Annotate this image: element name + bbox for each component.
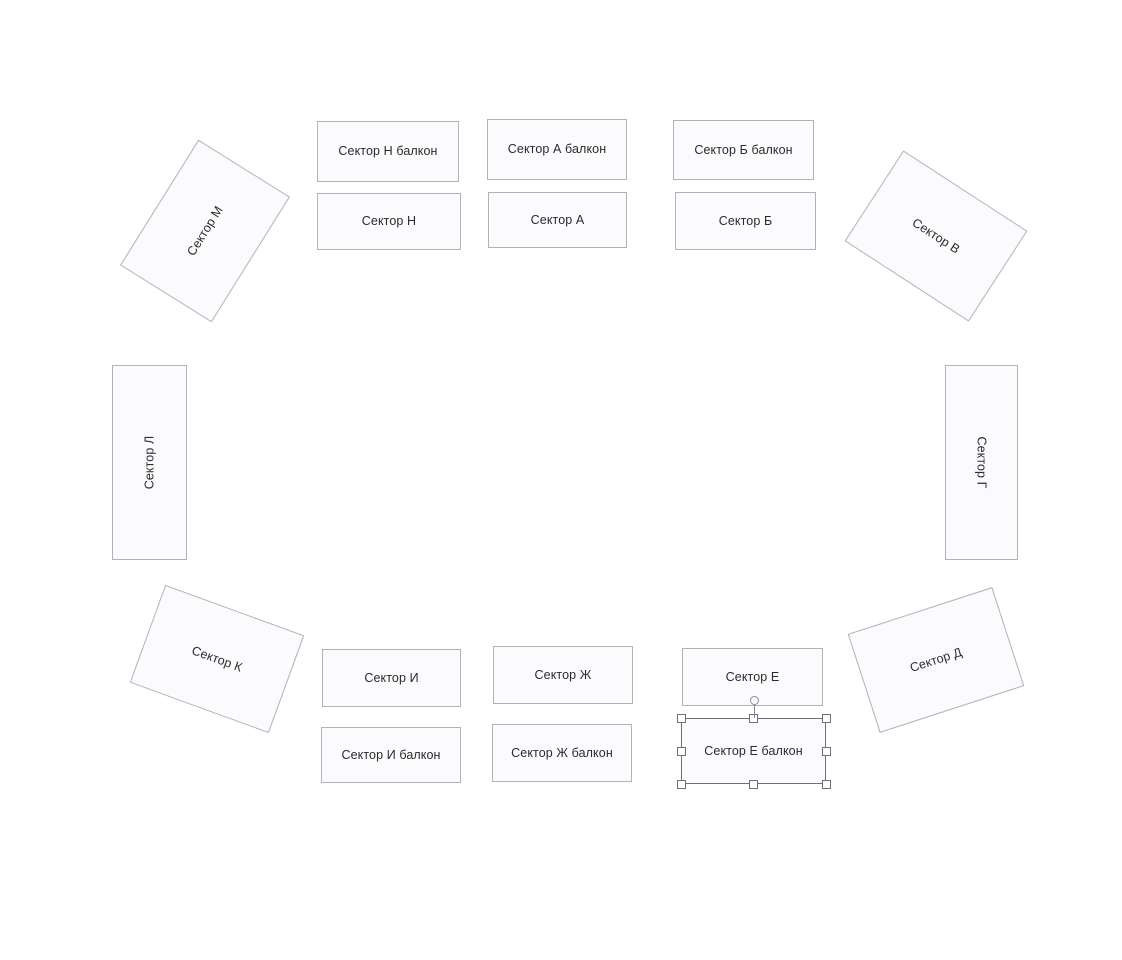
sector-v-label: Сектор В: [909, 215, 963, 257]
sector-n-balcony[interactable]: Сектор Н балкон: [317, 121, 459, 182]
sector-e-balcony[interactable]: Сектор Е балкон: [681, 718, 826, 784]
sector-n-label: Сектор Н: [361, 214, 417, 228]
sector-b[interactable]: Сектор Б: [675, 192, 816, 250]
sector-m-label: Сектор М: [183, 203, 226, 259]
sector-zh-balcony[interactable]: Сектор Ж балкон: [492, 724, 632, 782]
sector-d-label: Сектор Д: [908, 644, 964, 675]
sector-zh-balcony-label: Сектор Ж балкон: [511, 745, 613, 760]
sector-a-balcony-label: Сектор А балкон: [507, 142, 607, 156]
sector-g-label: Сектор Г: [975, 436, 989, 489]
sector-b-balcony[interactable]: Сектор Б балкон: [673, 120, 814, 180]
sector-e-balcony-label: Сектор Е балкон: [704, 743, 803, 758]
sector-zh[interactable]: Сектор Ж: [493, 646, 633, 704]
sector-m[interactable]: Сектор М: [119, 139, 291, 323]
sector-i-label: Сектор И: [364, 670, 419, 685]
sector-n[interactable]: Сектор Н: [317, 193, 461, 250]
sector-i[interactable]: Сектор И: [322, 649, 461, 707]
sector-v[interactable]: Сектор В: [844, 150, 1028, 322]
sector-e[interactable]: Сектор Е: [682, 648, 823, 706]
sector-b-label: Сектор Б: [718, 213, 773, 228]
sector-g[interactable]: Сектор Г: [945, 365, 1018, 560]
sector-k-label: Сектор К: [190, 642, 245, 675]
sector-a-label: Сектор А: [530, 212, 585, 227]
sector-n-balcony-label: Сектор Н балкон: [338, 144, 438, 158]
sector-i-balcony-label: Сектор И балкон: [341, 747, 441, 762]
sector-d[interactable]: Сектор Д: [847, 587, 1025, 733]
sector-l[interactable]: Сектор Л: [112, 365, 187, 560]
sector-k[interactable]: Сектор К: [129, 584, 305, 734]
sector-a-balcony[interactable]: Сектор А балкон: [487, 119, 627, 180]
sector-i-balcony[interactable]: Сектор И балкон: [321, 727, 461, 783]
sector-zh-label: Сектор Ж: [534, 667, 592, 682]
sector-a[interactable]: Сектор А: [488, 192, 627, 248]
sector-l-label: Сектор Л: [142, 435, 156, 490]
sector-e-label: Сектор Е: [725, 669, 780, 684]
sector-b-balcony-label: Сектор Б балкон: [694, 142, 793, 157]
